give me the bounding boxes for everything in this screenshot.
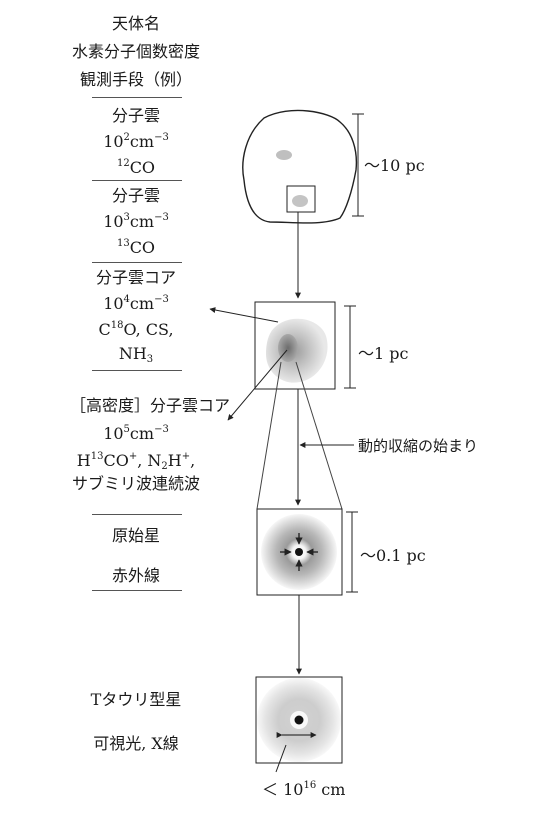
stage4-density: 105cm−3 [103,424,169,443]
zoom-box-clump [292,195,308,207]
stage2-tracer: 13CO [116,238,156,257]
molecular-cloud-outline [242,109,358,224]
stage3-tracer-line2: NH3 [118,344,154,365]
scale-label-cloud: 〜10 pc [364,156,425,175]
scale-label-protostar: 〜0.1 pc [360,546,426,565]
arrow-to-core-label [209,307,279,323]
ttauri-star [294,715,304,725]
stage6-tracer: 可視光, X線 [93,734,179,753]
stage5-name: 原始星 [111,526,160,545]
annotation-collapse-start: 動的収縮の始まり [358,437,479,455]
scale-label-core: 〜1 pc [358,344,409,363]
stage2-name: 分子雲 [111,186,160,205]
stage1-tracer: 12CO [116,158,156,177]
divider [92,590,182,591]
arrow-to-dense-core-label [227,349,288,421]
divider [92,180,182,181]
header-observation: 観測手段（例） [79,70,192,89]
stage3-density: 104cm−3 [103,294,169,313]
scale-label-ttauri: ＜ 1016 cm [262,780,346,799]
stage3-name: 分子雲コア [95,268,176,287]
stage1-name: 分子雲 [111,106,160,125]
divider [92,370,182,371]
divider [92,262,182,263]
header-density: 水素分子個数密度 [71,42,200,61]
divider [92,97,182,98]
stage5-tracer: 赤外線 [111,566,160,585]
stage4-tracer-line2: サブミリ波連続波 [71,474,200,493]
cloud-zoom-box [286,185,316,213]
divider [92,514,182,515]
cloud-clump [276,150,292,160]
stage1-density: 102cm−3 [103,132,169,151]
stage4-name: ［高密度］分子雲コア [69,396,230,415]
stage2-density: 103cm−3 [103,212,169,231]
stage6-name: Tタウリ型星 [90,690,182,709]
protostar [295,548,303,556]
stage3-tracer-line1: C18O, CS, [98,320,174,339]
stage4-tracer-line1: H13CO+, N2H+, [76,451,196,472]
header-object-name: 天体名 [111,14,160,33]
